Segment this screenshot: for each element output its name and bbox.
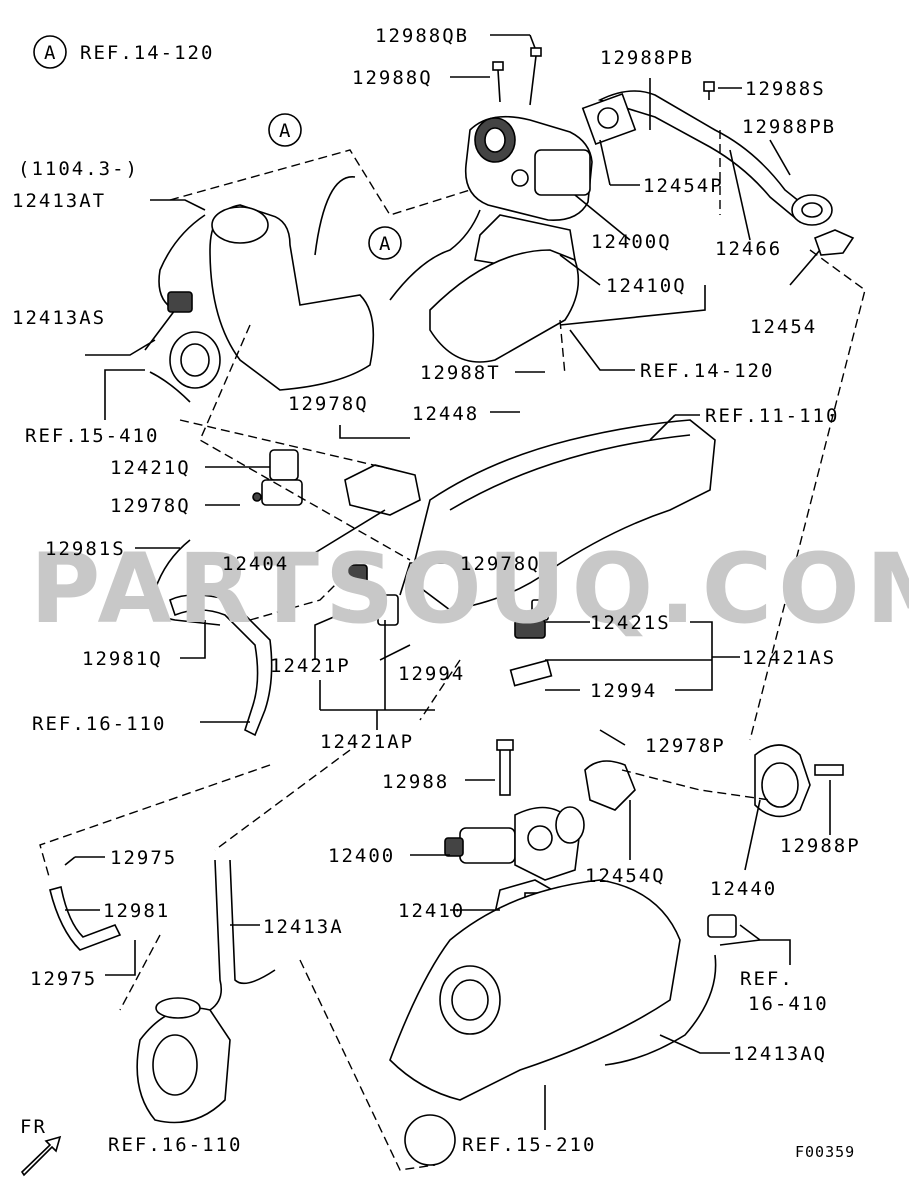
part-label-12978p: 12978P bbox=[645, 735, 726, 757]
figure-code: F00359 bbox=[795, 1143, 855, 1161]
part-label-12421as: 12421AS bbox=[742, 647, 836, 669]
callout-circle-a-top bbox=[33, 35, 67, 69]
egr-valve-lower bbox=[444, 739, 585, 881]
part-label-12988t: 12988T bbox=[420, 362, 501, 384]
part-label-12981: 12981 bbox=[103, 900, 170, 922]
ref-11-110: REF.11-110 bbox=[705, 405, 839, 427]
ref-15-210: REF.15-210 bbox=[462, 1134, 596, 1156]
part-label-12454: 12454 bbox=[750, 316, 817, 338]
solenoid-12421s bbox=[509, 599, 553, 687]
part-label-12978q-b: 12978Q bbox=[110, 495, 191, 517]
gasket-12454 bbox=[813, 229, 855, 256]
part-label-12988s: 12988S bbox=[745, 78, 826, 100]
part-label-12988pb-right: 12988PB bbox=[742, 116, 836, 138]
part-label-12988p: 12988P bbox=[780, 835, 861, 857]
front-arrow-icon bbox=[20, 1135, 62, 1177]
callout-a-label-mid: A bbox=[279, 120, 292, 142]
part-label-12410q: 12410Q bbox=[606, 275, 687, 297]
harness-12413aq bbox=[604, 954, 717, 1066]
part-label-12454q: 12454Q bbox=[585, 865, 666, 887]
bracket-12410q bbox=[429, 214, 580, 363]
intake-manifold-lower bbox=[389, 879, 681, 1166]
hose-15-410 bbox=[149, 371, 191, 403]
pipe-16-110 bbox=[169, 594, 273, 737]
part-label-12988qb: 12988QB bbox=[375, 25, 469, 47]
ref-15-410: REF.15-410 bbox=[25, 425, 159, 447]
leader-lines bbox=[64, 34, 831, 1130]
part-label-12400q: 12400Q bbox=[591, 231, 672, 253]
bolts-top bbox=[492, 47, 715, 106]
callout-circle-a-hose bbox=[368, 226, 402, 260]
part-label-12400: 12400 bbox=[328, 845, 395, 867]
solenoid-12421q bbox=[252, 449, 303, 506]
dashed-guides bbox=[39, 130, 866, 1171]
part-label-12413at: 12413AT bbox=[12, 190, 106, 212]
hose-a bbox=[389, 209, 481, 301]
part-label-12978q-c: 12978Q bbox=[460, 553, 541, 575]
part-label-12410: 12410 bbox=[398, 900, 465, 922]
part-label-12981q: 12981Q bbox=[82, 648, 163, 670]
part-label-12978q-a: 12978Q bbox=[288, 393, 369, 415]
part-label-12454p: 12454P bbox=[643, 175, 724, 197]
part-label-12421ap: 12421AP bbox=[320, 731, 414, 753]
callout-a-label-top: A bbox=[44, 42, 57, 64]
ref-16-110-left: REF.16-110 bbox=[32, 713, 166, 735]
hose-12981 bbox=[49, 886, 122, 951]
part-label-12988q: 12988Q bbox=[352, 67, 433, 89]
direction-label: FR bbox=[20, 1116, 47, 1138]
egr-pipe-12466 bbox=[581, 90, 833, 226]
ref-16-410-line1: REF. bbox=[740, 968, 794, 990]
part-label-12421p: 12421P bbox=[270, 655, 351, 677]
vacuum-tank-upper bbox=[169, 204, 375, 391]
hose-upper bbox=[314, 176, 356, 256]
solenoid-12421p bbox=[344, 564, 399, 626]
connector-12413as bbox=[167, 291, 193, 313]
part-label-12975-b: 12975 bbox=[30, 968, 97, 990]
callout-a-label-hose: A bbox=[379, 233, 392, 255]
hose-12413a bbox=[209, 859, 276, 1011]
ref-16-410-line2: 16-410 bbox=[748, 993, 829, 1015]
part-label-12413as: 12413AS bbox=[12, 307, 106, 329]
part-label-12466: 12466 bbox=[715, 238, 782, 260]
part-label-12981s: 12981S bbox=[45, 538, 126, 560]
gasket-12454q bbox=[584, 760, 636, 811]
part-label-12448: 12448 bbox=[412, 403, 479, 425]
part-label-12994-b: 12994 bbox=[590, 680, 657, 702]
intake-manifold-upper bbox=[409, 419, 716, 611]
ref-14-120-top: REF.14-120 bbox=[80, 42, 214, 64]
part-label-12988: 12988 bbox=[382, 771, 449, 793]
part-label-12404: 12404 bbox=[222, 553, 289, 575]
harness-12413at bbox=[144, 214, 206, 351]
ref-14-120-mid: REF.14-120 bbox=[640, 360, 774, 382]
watermark-text: PARTSOUQ.COM bbox=[30, 533, 909, 645]
part-label-12421q: 12421Q bbox=[110, 457, 191, 479]
date-note: (1104.3-) bbox=[18, 158, 139, 180]
hose-12981s bbox=[151, 539, 221, 626]
part-label-12421s: 12421S bbox=[590, 612, 671, 634]
part-label-12988pb-top: 12988PB bbox=[600, 47, 694, 69]
ref-16-110-bottom: REF.16-110 bbox=[108, 1134, 242, 1156]
vacuum-pump-lower bbox=[136, 997, 231, 1124]
callout-circle-a-mid bbox=[268, 113, 302, 147]
connector-16-410 bbox=[707, 914, 737, 938]
part-label-12975-a: 12975 bbox=[110, 847, 177, 869]
egr-valve-upper bbox=[464, 115, 593, 221]
part-label-12994-a: 12994 bbox=[398, 663, 465, 685]
part-label-12413aq: 12413AQ bbox=[733, 1043, 827, 1065]
part-label-12413a: 12413A bbox=[263, 916, 344, 938]
bracket-12404 bbox=[344, 464, 421, 516]
part-label-12440: 12440 bbox=[710, 878, 777, 900]
flange-12440 bbox=[754, 744, 844, 818]
